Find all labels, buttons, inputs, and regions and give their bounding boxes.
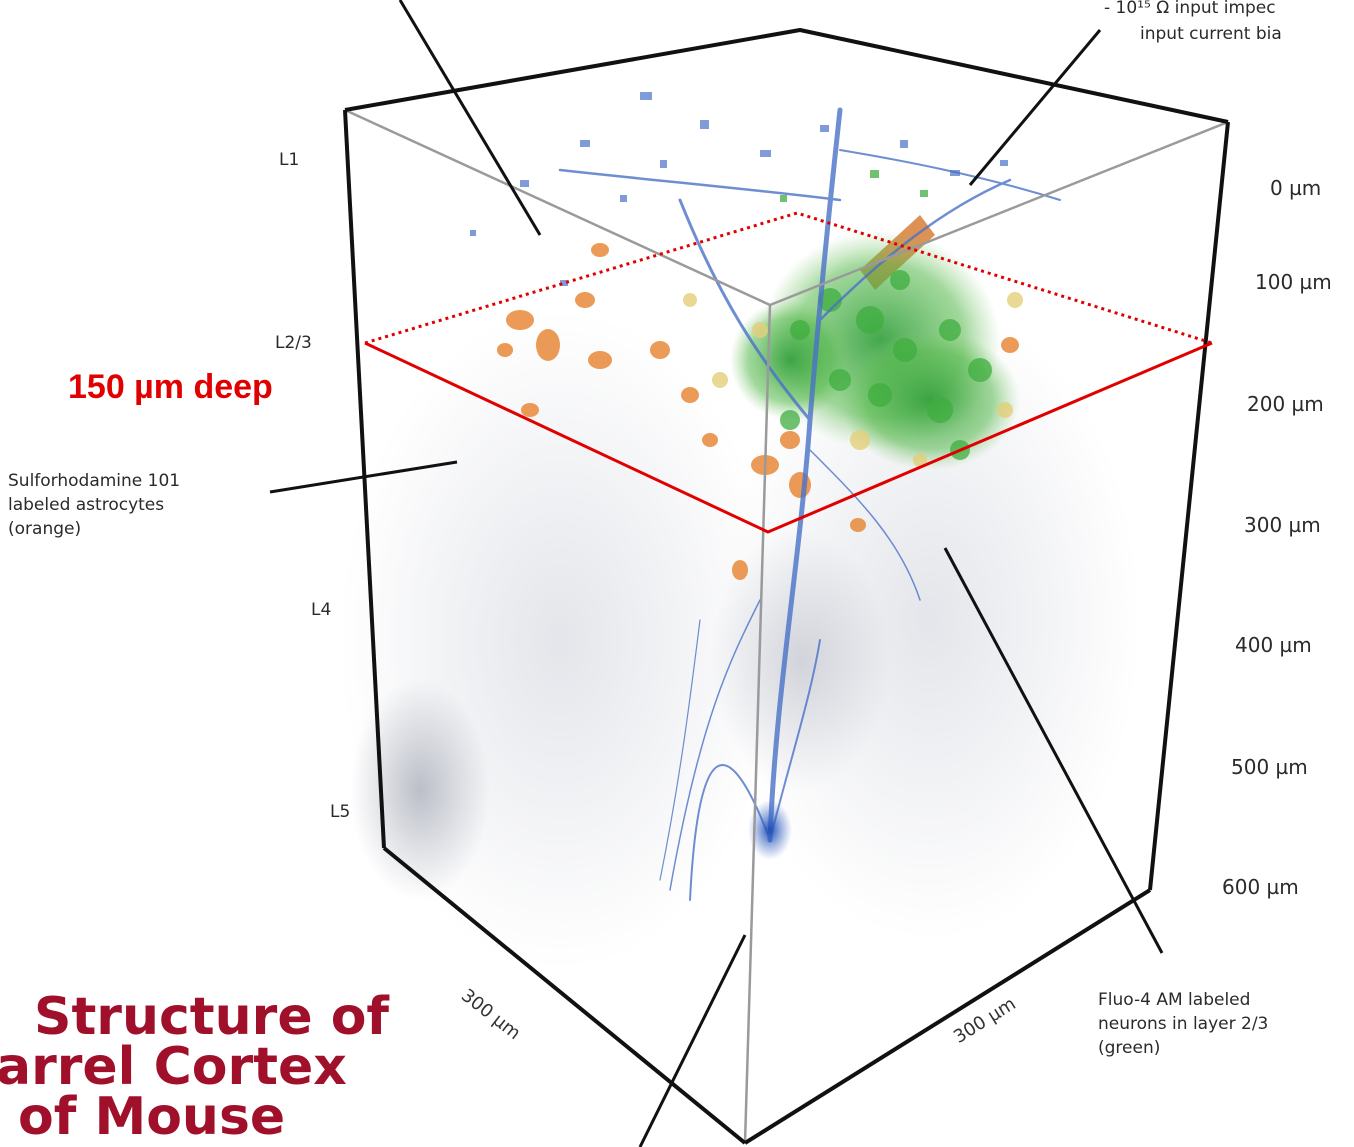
layer-label-l23: L2/3 [275,333,312,353]
depth-tick-0: 0 µm [1270,176,1322,200]
astrocyte-cluster [497,243,1019,580]
neuron-cluster [683,230,1023,470]
cube-back-edges [344,108,1229,1144]
title-line1: Structure of [34,987,390,1047]
neuron-soma [748,800,792,860]
depth-tick-600: 600 µm [1222,875,1299,899]
astrocyte-annotation-line3: (orange) [8,519,82,539]
depth-tick-400: 400 µm [1235,633,1312,657]
dendrite-tree [558,107,1061,901]
depth-plane [364,211,1213,534]
layer-label-l4: L4 [311,600,332,620]
layer-label-l1: L1 [279,150,300,170]
depth-highlight-label: 150 µm deep [68,368,273,406]
layer-label-l5: L5 [330,802,351,822]
center-haze [710,530,890,790]
depth-tick-300: 300 µm [1244,513,1321,537]
neuron-annotation-line2: neurons in layer 2/3 [1098,1014,1269,1034]
depth-tick-500: 500 µm [1231,755,1308,779]
title-line3: of Mouse [18,1087,286,1147]
depth-tick-200: 200 µm [1247,392,1324,416]
astrocyte-annotation-line2: labeled astrocytes [8,495,165,515]
neuron-annotation-line1: Fluo-4 AM labeled [1098,990,1251,1010]
top-right-note-line2: input current bia [1140,24,1282,44]
astrocyte-annotation-line1: Sulforhodamine 101 [8,471,181,491]
neuron-annotation-line3: (green) [1098,1038,1161,1058]
top-right-note-line1: - 10¹⁵ Ω input impec [1104,0,1276,18]
top-green-speckles [780,170,928,202]
top-speckles [470,92,1008,286]
figure-title: Structure of arrel Cortex of Mouse [0,987,390,1147]
leader-lines [269,0,1164,1147]
astrocyte-annotation: Sulforhodamine 101 labeled astrocytes (o… [8,469,180,541]
deep-shadow [350,680,490,900]
depth-tick-100: 100 µm [1255,270,1332,294]
neuron-annotation: Fluo-4 AM labeled neurons in layer 2/3 (… [1098,988,1268,1060]
title-line2: arrel Cortex [0,1037,347,1097]
cube-outer-edges [343,28,1230,1145]
